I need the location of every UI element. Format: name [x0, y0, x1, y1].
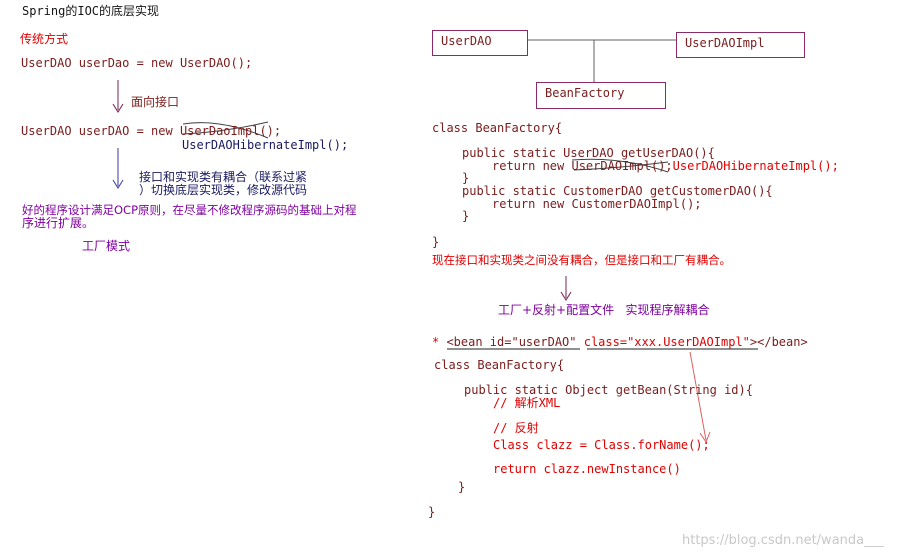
watermark: https://blog.csdn.net/wanda___: [682, 533, 884, 548]
bean-xml-id: <bean id="userDAO": [446, 335, 584, 349]
code-line-1: UserDAO userDao = new UserDAO();: [21, 56, 253, 70]
factory2-code-line7: }: [458, 480, 466, 494]
bean-xml-close: ></bean>: [749, 335, 808, 349]
factory-code-line3-struck: UserDAOImpl: [571, 159, 651, 173]
ocp-line-1: 好的程序设计满足OCP原则，在尽量不修改程序源码的基础上对程: [22, 203, 357, 217]
factory-code-line2: public static UserDAO getUserDAO(){: [462, 146, 715, 160]
uml-box-userdao: UserDAO: [432, 30, 528, 56]
factory2-code-line4: // 反射: [493, 421, 539, 435]
arrow-to-forname-head: [699, 431, 711, 444]
arrow-label-2-line2: ）切换底层实现类，修改源代码: [139, 183, 308, 197]
ocp-line-2: 序进行扩展。: [22, 216, 95, 230]
factory-code-line7: }: [462, 209, 470, 223]
uml-box-userdao-label: UserDAO: [441, 34, 492, 48]
factory-pattern-label: 工厂模式: [82, 239, 131, 253]
factory-code-line6: return new CustomerDAOImpl();: [492, 197, 702, 211]
uml-box-beanfactory-label: BeanFactory: [545, 86, 625, 100]
traditional-heading: 传统方式: [20, 32, 69, 46]
bean-xml-class: class="xxx.UserDAOImpl": [583, 335, 750, 349]
factory2-code-line3: // 解析XML: [493, 396, 561, 410]
factory2-code-line5: Class clazz = Class.forName();: [493, 438, 710, 452]
down-arrow-2-head: [112, 179, 124, 189]
strike-mark-1: [182, 122, 269, 139]
arrow-label-1: 面向接口: [131, 95, 180, 109]
bean-xml-prefix: *: [432, 335, 447, 349]
factory-code-line3: return new UserDAOImpl();UserDAOHibernat…: [492, 159, 839, 173]
code-line-2: UserDAO userDAO = new UserDaoImpl();: [21, 124, 281, 138]
arrow-to-forname: [689, 351, 707, 441]
uml-box-beanfactory: BeanFactory: [536, 82, 666, 109]
factory-code-line8: }: [432, 235, 440, 249]
factory-code-line3-red: UserDAOHibernateImpl();: [672, 159, 839, 173]
down-arrow-1-head: [112, 103, 124, 113]
factory-code-line3-prefix: return new: [492, 159, 572, 173]
strike-mark-3: [571, 158, 669, 173]
factory-code-line1: class BeanFactory{: [432, 121, 563, 135]
bean-xml-line: * <bean id="userDAO" class="xxx.UserDAOI…: [432, 335, 808, 349]
factory2-code-line8: }: [428, 505, 436, 519]
code-line-2-prefix: UserDAO userDAO = new: [21, 124, 180, 138]
page-title: Spring的IOC的底层实现: [22, 4, 160, 18]
code-line-2-suffix: ();: [259, 124, 282, 138]
factory2-code-line2: public static Object getBean(String id){: [464, 383, 753, 397]
factory2-code-line1: class BeanFactory{: [434, 358, 565, 372]
coupling-note: 现在接口和实现类之间没有耦合，但是接口和工厂有耦合。: [432, 253, 731, 267]
code-line-3: UserDAOHibernateImpl();: [182, 138, 349, 152]
factory-code-line3-mid: ();: [650, 159, 673, 173]
code-line-2-struck: UserDaoImpl: [179, 124, 260, 138]
solution-note: 工厂+反射+配置文件 实现程序解耦合: [498, 303, 710, 317]
factory2-code-line6: return clazz.newInstance(): [493, 462, 681, 476]
arrow-label-2-line1: 接口和实现类有耦合（联系过紧: [139, 170, 308, 184]
down-arrow-3-head: [560, 291, 572, 301]
factory-code-line5: public static CustomerDAO getCustomerDAO…: [462, 184, 773, 198]
strike-mark-4: [573, 161, 669, 171]
uml-box-userdaoimpl: UserDAOImpl: [676, 32, 805, 58]
strike-mark-2: [182, 121, 269, 135]
uml-box-userdaoimpl-label: UserDAOImpl: [685, 36, 765, 50]
factory-code-line4: }: [462, 171, 470, 185]
